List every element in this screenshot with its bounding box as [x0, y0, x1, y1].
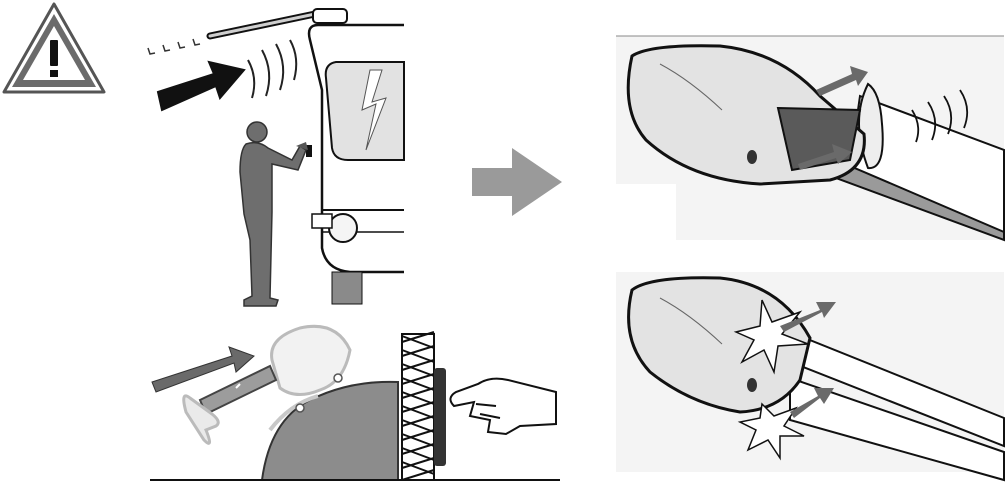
wind-arrow-icon	[158, 62, 244, 110]
detail-endcap-impact	[616, 272, 1004, 480]
detail-endcap-slide	[616, 36, 1004, 244]
wind-lines	[248, 40, 296, 98]
arrow-right-icon	[472, 148, 562, 216]
scene-wind-awning	[148, 9, 404, 306]
warning-triangle-icon	[4, 4, 104, 92]
hand-figure	[450, 379, 556, 434]
person-figure	[240, 122, 306, 306]
scene-awning-close	[150, 326, 560, 480]
wind-ticks	[148, 39, 200, 54]
